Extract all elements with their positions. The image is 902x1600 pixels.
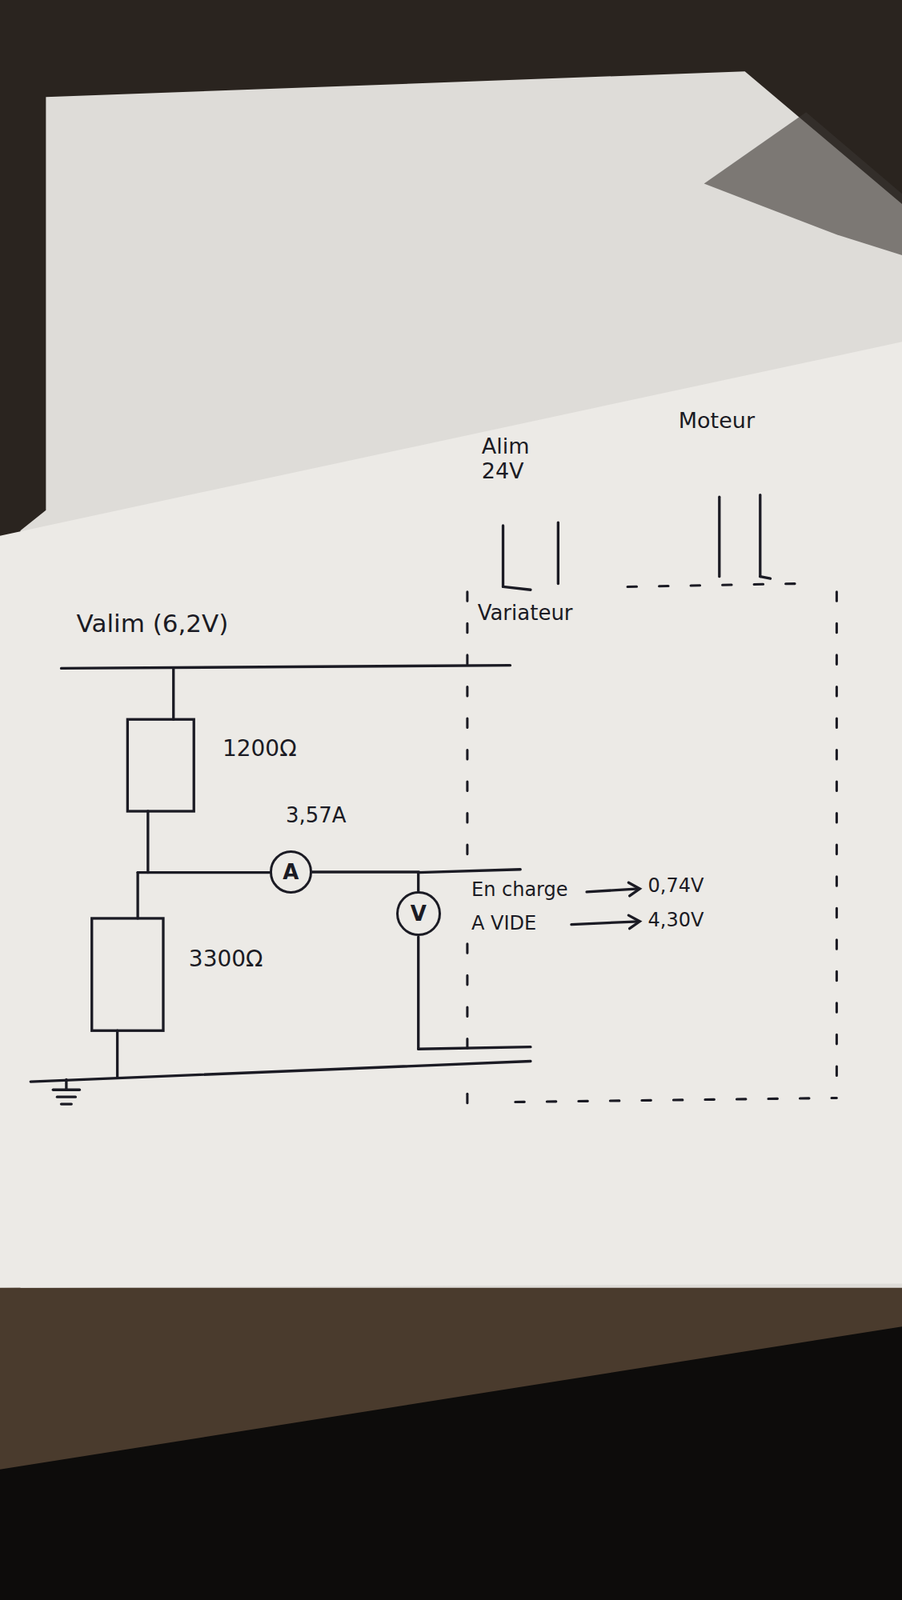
current-reading: 3,57A <box>285 804 347 829</box>
terminal <box>503 586 531 590</box>
ground-rail <box>30 1062 531 1083</box>
wire <box>172 668 175 720</box>
arrow <box>586 889 639 893</box>
voltmeter-symbol: V <box>396 891 441 937</box>
voltage-reading: 0,74V <box>648 875 705 898</box>
dashed-line <box>465 1094 469 1111</box>
resistor-value: 3300Ω <box>188 946 264 973</box>
wire <box>146 811 149 874</box>
ground-symbol <box>56 1096 76 1099</box>
terminal <box>501 525 505 588</box>
supply-voltage-label: Valim (6,2V) <box>76 609 229 639</box>
variator-outline <box>467 584 838 1111</box>
power-supply-label: Alim 24V <box>481 433 554 484</box>
ammeter-symbol: A <box>269 850 313 894</box>
wire <box>116 1030 119 1077</box>
ground-symbol <box>60 1102 72 1106</box>
arrowhead <box>628 882 640 897</box>
arrow <box>571 922 639 926</box>
meter-letter: A <box>282 861 299 883</box>
dashed-line <box>465 944 469 1057</box>
ground-symbol <box>64 1079 68 1091</box>
dashed-line <box>465 592 469 868</box>
wire <box>418 1047 531 1051</box>
voltage-reading: 4,30V <box>648 910 705 933</box>
wire <box>416 937 420 1050</box>
dashed-line <box>515 1098 838 1103</box>
condition-label: A VIDE <box>471 913 537 936</box>
meter-letter: V <box>410 903 427 925</box>
shadow <box>704 112 902 256</box>
terminal <box>760 577 771 580</box>
dashed-line <box>627 584 796 588</box>
condition-label: En charge <box>471 879 569 902</box>
resistor-symbol <box>127 719 194 812</box>
terminal <box>557 522 560 585</box>
motor-label: Moteur <box>678 408 755 433</box>
resistor-symbol <box>92 918 164 1031</box>
wire <box>312 872 419 892</box>
variator-label: Variateur <box>477 601 574 626</box>
terminal <box>758 495 762 578</box>
resistor-value: 1200Ω <box>222 736 297 762</box>
arrowhead <box>628 915 640 930</box>
front-sheet <box>0 341 902 1288</box>
dashed-line <box>835 592 838 1098</box>
wire <box>418 869 521 874</box>
ground-symbol <box>52 1089 80 1092</box>
terminal <box>717 497 721 577</box>
wire <box>137 871 269 874</box>
supply-rail <box>60 665 510 670</box>
wire <box>136 873 139 919</box>
